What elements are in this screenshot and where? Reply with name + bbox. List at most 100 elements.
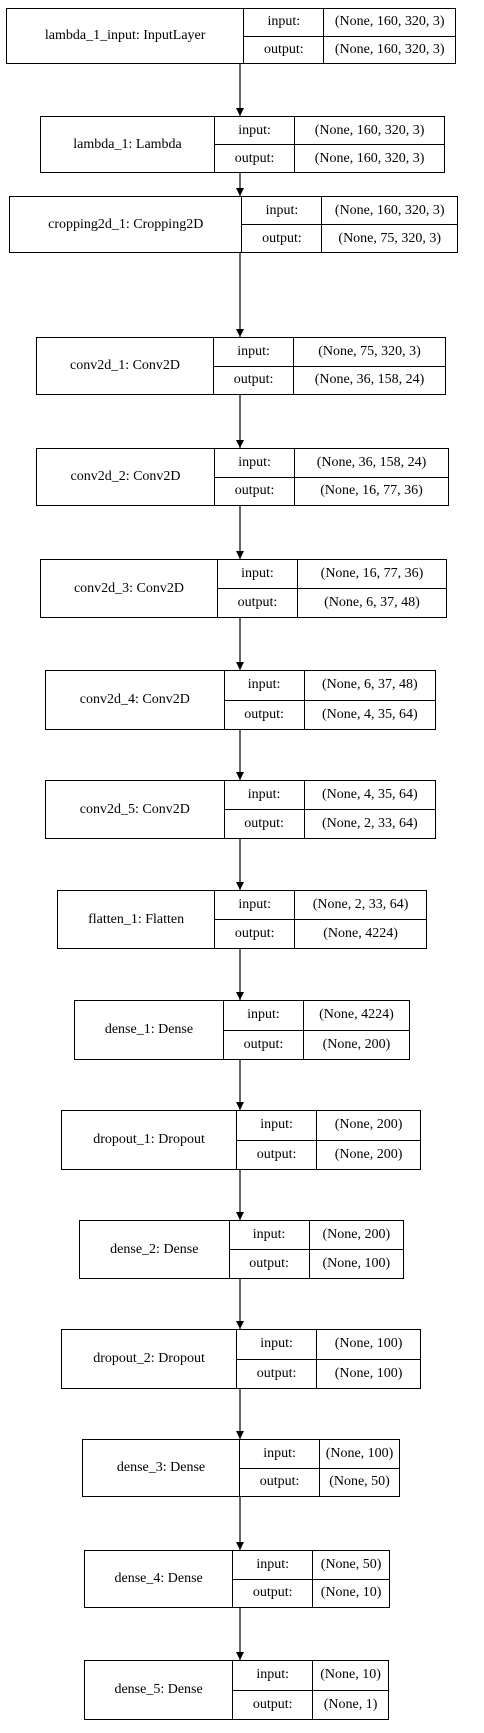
layer-name: dense_4: Dense <box>85 1551 234 1607</box>
input-label: input: <box>214 338 295 366</box>
layer-output-row: output: (None, 75, 320, 3) <box>242 224 457 252</box>
output-shape: (None, 100) <box>322 1256 391 1271</box>
output-label: output: <box>240 1468 321 1496</box>
input-shape: (None, 2, 33, 64) <box>312 897 409 912</box>
layer-input-row: input: (None, 100) <box>237 1330 420 1359</box>
input-label: input: <box>240 1440 321 1468</box>
output-shape: (None, 160, 320, 3) <box>314 150 425 166</box>
output-shape: (None, 36, 158, 24) <box>314 372 425 388</box>
layer-input-row: input: (None, 50) <box>233 1551 389 1579</box>
input-shape: (None, 10) <box>320 1667 381 1683</box>
input-shape: (None, 6, 37, 48) <box>321 677 418 693</box>
input-label: input: <box>224 1001 304 1030</box>
output-label: output: <box>215 145 296 172</box>
layer-output-row: output:(None, 16, 77, 36) <box>215 476 448 505</box>
input-shape: (None, 200) <box>322 1227 391 1242</box>
output-label: output: <box>242 225 323 252</box>
layer-name: conv2d_2: Conv2D <box>37 449 216 505</box>
input-label: input: <box>242 197 323 224</box>
output-shape: (None, 10) <box>320 1585 382 1601</box>
output-shape: (None, 75, 320, 3) <box>338 230 442 246</box>
input-label: input: <box>233 1661 314 1690</box>
layer-name: lambda_1: Lambda <box>41 117 216 172</box>
output-shape: (None, 50) <box>329 1474 390 1490</box>
layer-input-row: input:(None, 200) <box>230 1221 403 1249</box>
layer-name: dense_5: Dense <box>85 1661 234 1719</box>
layer-output-row: output:(None, 1) <box>233 1689 388 1719</box>
input-label: input: <box>215 117 296 144</box>
input-label: input: <box>218 560 298 588</box>
layer-name: dense_2: Dense <box>80 1221 230 1278</box>
layer-input-row: input:(None, 200) <box>237 1111 420 1140</box>
output-label: output: <box>218 589 298 617</box>
input-label: input: <box>215 891 296 919</box>
input-shape: (None, 100) <box>334 1336 403 1352</box>
layer-output-row: output:(None, 10) <box>233 1578 389 1607</box>
layer-output-row: output: (None, 4224) <box>215 919 426 948</box>
layer-output-row: output:(None, 4, 35, 64) <box>224 699 435 729</box>
layer-output-row: output:(None, 160, 320, 3) <box>244 35 455 63</box>
output-shape: (None, 4224) <box>323 926 398 941</box>
layer-name: dense_1: Dense <box>75 1001 224 1059</box>
output-label: output: <box>215 920 296 948</box>
layer-output-row: output: (None, 100) <box>237 1358 420 1388</box>
input-shape: (None, 200) <box>334 1117 403 1133</box>
input-shape: (None, 75, 320, 3) <box>318 343 421 359</box>
output-label: output: <box>237 1140 318 1169</box>
input-shape: (None, 50) <box>320 1556 382 1572</box>
output-shape: (None, 2, 33, 64) <box>321 816 418 831</box>
layer-input-row: input: (None, 10) <box>233 1661 388 1690</box>
input-shape: (None, 160, 320, 3) <box>334 202 445 218</box>
layer-name: dropout_2: Dropout <box>62 1330 238 1388</box>
input-label: input: <box>237 1330 318 1359</box>
input-label: input: <box>225 781 305 809</box>
output-shape: (None, 6, 37, 48) <box>324 595 420 610</box>
layer-name: conv2d_4: Conv2D <box>46 671 225 729</box>
layer-input-row: input:(None, 4224) <box>224 1001 409 1030</box>
output-label: output: <box>225 810 305 838</box>
output-shape: (None, 200) <box>334 1146 403 1162</box>
layer-input-row: input:(None, 4, 35, 64) <box>225 781 435 809</box>
output-shape: (None, 200) <box>322 1036 391 1052</box>
layer-input-row: input: (None, 2, 33, 64) <box>215 891 426 919</box>
output-shape: (None, 100) <box>334 1365 403 1381</box>
layer-output-row: output:(None, 200) <box>223 1029 409 1059</box>
output-label: output: <box>233 1690 314 1719</box>
output-label: output: <box>244 36 325 63</box>
layer-output-row: output: (None, 6, 37, 48) <box>217 588 446 617</box>
layer-name: conv2d_5: Conv2D <box>46 781 225 838</box>
input-shape: (None, 160, 320, 3) <box>334 14 445 30</box>
output-label: output: <box>237 1359 318 1388</box>
input-shape: (None, 160, 320, 3) <box>314 122 425 138</box>
output-label: output: <box>214 366 295 394</box>
layer-input-row: input: (None, 160, 320, 3) <box>242 197 457 224</box>
input-shape: (None, 16, 77, 36) <box>320 566 424 581</box>
output-label: output: <box>215 477 296 505</box>
input-label: input: <box>244 9 325 36</box>
input-label: input: <box>225 671 305 700</box>
layer-input-row: input: (None, 75, 320, 3) <box>214 338 445 366</box>
layer-input-row: input: (None, 160, 320, 3) <box>215 117 444 144</box>
layer-output-row: output: (None, 36, 158, 24) <box>214 365 445 394</box>
layer-name: conv2d_3: Conv2D <box>41 560 218 617</box>
layer-input-row: input: (None, 6, 37, 48) <box>225 671 435 700</box>
layer-input-row: input:(None, 100) <box>240 1440 399 1468</box>
layer-name: dense_3: Dense <box>83 1440 241 1496</box>
output-shape: (None, 4, 35, 64) <box>321 706 418 722</box>
input-label: input: <box>233 1551 314 1579</box>
